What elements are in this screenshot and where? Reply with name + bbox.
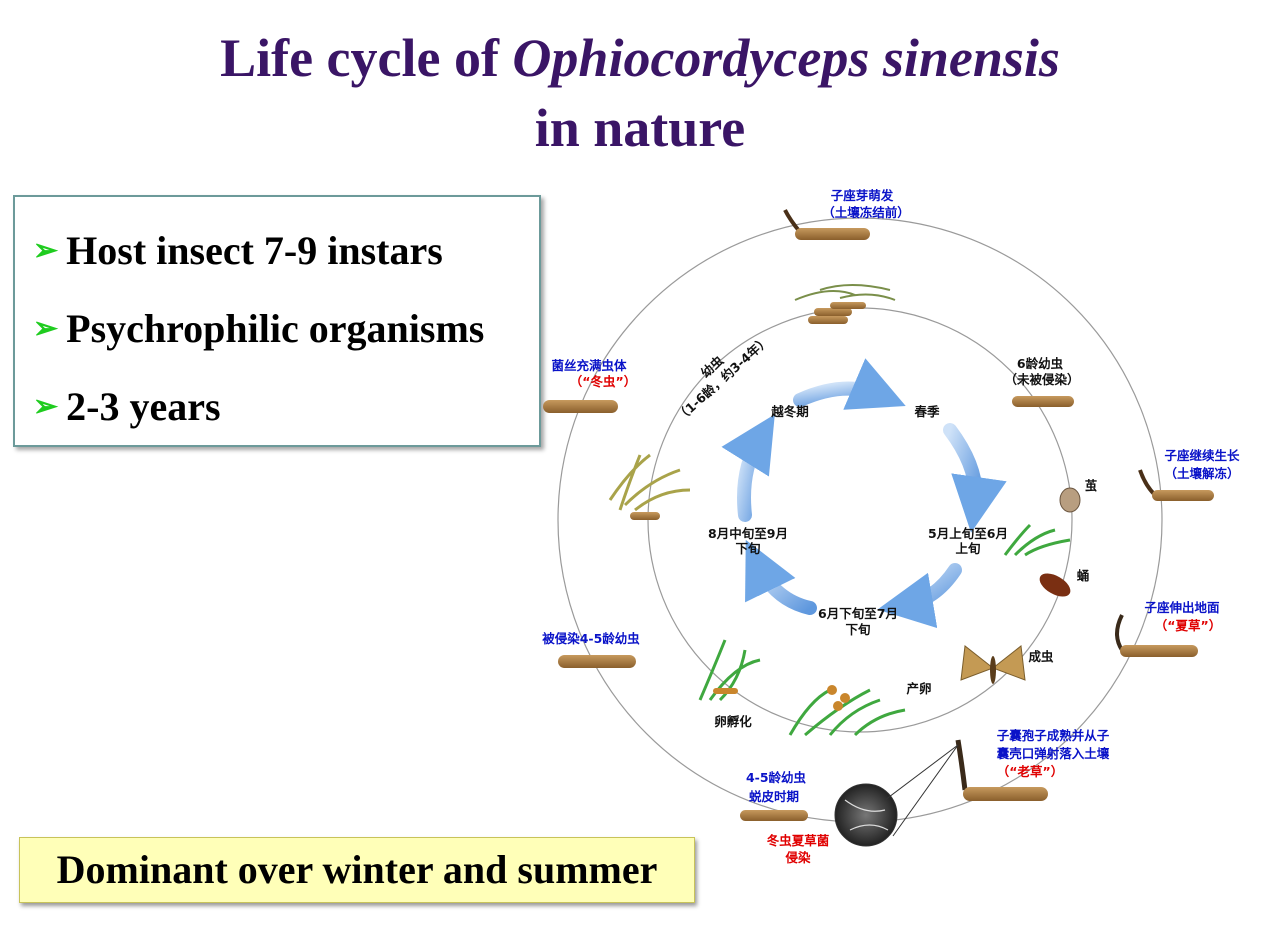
stroma-emerging-illustration <box>1115 614 1198 657</box>
period-aug-sep-line1: 8月中旬至9月 <box>708 526 788 541</box>
period-aug-sep-line2: 下旬 <box>735 541 760 556</box>
grass-larvae-illustration <box>794 284 896 324</box>
summary-note: Dominant over winter and summer <box>19 837 695 903</box>
title-species: Ophiocordyceps sinensis <box>512 28 1060 88</box>
period-may-june-line1: 5月上旬至6月 <box>928 526 1008 541</box>
stage-stroma-grow-line1: 子座继续生长 <box>1164 448 1240 463</box>
stage-stroma-grow-line2: （土壤解冻） <box>1164 466 1239 481</box>
season-spring-label: 春季 <box>913 404 940 419</box>
larva-stroma-bud-illustration <box>783 209 870 240</box>
stage-molting-line1: 4-5龄幼虫 <box>746 770 807 785</box>
stage-infection-line2: 侵染 <box>784 850 811 865</box>
pupa-illustration <box>1039 573 1071 597</box>
stage-mycelium-label: 菌丝充满虫体 <box>551 358 627 373</box>
cycle-arrow-may-june <box>877 563 962 629</box>
bullet-text: 2-3 years <box>66 384 221 429</box>
arrow-bullet-icon: ➢ <box>33 390 59 423</box>
stage-egg-hatch-label: 卵孵化 <box>714 714 752 729</box>
adult-moth-illustration <box>960 645 1026 684</box>
arrow-bullet-icon: ➢ <box>33 312 59 345</box>
egg-hatch-illustration <box>698 639 761 702</box>
cycle-arrow-aug-winter <box>721 414 775 522</box>
molting-larva-illustration <box>740 810 808 821</box>
stage-egg-laying-label: 产卵 <box>906 681 931 696</box>
bullet-item: ➢Host insect 7-9 instars <box>33 227 443 274</box>
grass-tuft-illustration <box>1003 523 1071 557</box>
title-prefix: Life cycle of <box>220 28 499 88</box>
arrow-bullet-icon: ➢ <box>33 234 59 267</box>
cycle-arrow-june-aug <box>745 539 817 615</box>
page-title-line-2: in nature <box>534 98 746 158</box>
cycle-arrow-spring-may <box>943 423 1007 533</box>
period-june-july-line1: 6月下旬至7月 <box>818 606 898 621</box>
grass-larva-left-illustration <box>608 453 691 520</box>
period-june-july-line2: 下旬 <box>845 622 870 637</box>
stage-ascospore-line1: 子囊孢子成熟并从子 <box>997 728 1110 743</box>
stage-winter-worm-label: （“冬虫”） <box>570 374 636 389</box>
stage-molting-line2: 蜕皮时期 <box>749 789 799 804</box>
stroma-growing-illustration <box>1138 469 1214 501</box>
mycelium-larva-illustration <box>543 400 618 413</box>
stage-ascospore-line2: 囊壳口弹射落入土壤 <box>996 746 1110 761</box>
stage-larva-6-line1: 6龄幼虫 <box>1017 356 1064 371</box>
period-may-june-line2: 上旬 <box>955 541 980 556</box>
larva-arc-label: 幼虫 （1-6龄，约3-4年） <box>673 333 772 425</box>
stage-old-grass-label: （“老草”） <box>997 764 1063 779</box>
stage-stroma-bud-line2: （土壤冻结前） <box>822 205 910 220</box>
bullet-text: Psychrophilic organisms <box>66 306 485 351</box>
cycle-arrow-winter-spring <box>793 358 906 410</box>
stage-infected-label: 被侵染4-5龄幼虫 <box>542 631 640 646</box>
stage-adult-label: 成虫 <box>1028 649 1054 664</box>
larva-arc-line2: （1-6龄，约3-4年） <box>673 333 772 425</box>
bullet-item: ➢Psychrophilic organisms <box>33 305 484 352</box>
stage-pupa-label: 蛹 <box>1077 568 1090 583</box>
old-grass-stroma-illustration <box>884 739 1048 837</box>
infection-micrograph-illustration <box>834 783 898 847</box>
season-winter-label: 越冬期 <box>770 404 809 419</box>
stage-summer-grass-label: （“夏草”） <box>1155 618 1221 633</box>
larva-6-illustration <box>1012 396 1074 407</box>
bullet-text: Host insect 7-9 instars <box>66 228 443 273</box>
stage-infection-line1: 冬虫夏草菌 <box>767 833 830 848</box>
egg-laying-illustration <box>788 685 906 737</box>
infected-larva-illustration <box>558 655 636 668</box>
inner-cycle-arrows <box>721 358 1007 629</box>
bullet-item: ➢2-3 years <box>33 383 221 430</box>
page-title-line-1: Life cycle of Ophiocordyceps sinensis <box>0 30 1280 86</box>
key-points-box: ➢Host insect 7-9 instars ➢Psychrophilic … <box>13 195 541 447</box>
stage-larva-6-line2: （未被侵染） <box>1004 372 1079 387</box>
stage-cocoon-label: 茧 <box>1085 478 1098 493</box>
stage-stroma-bud-line1: 子座芽萌发 <box>831 188 894 203</box>
stage-stroma-emerge-label: 子座伸出地面 <box>1144 600 1220 615</box>
cocoon-illustration <box>1059 487 1081 513</box>
